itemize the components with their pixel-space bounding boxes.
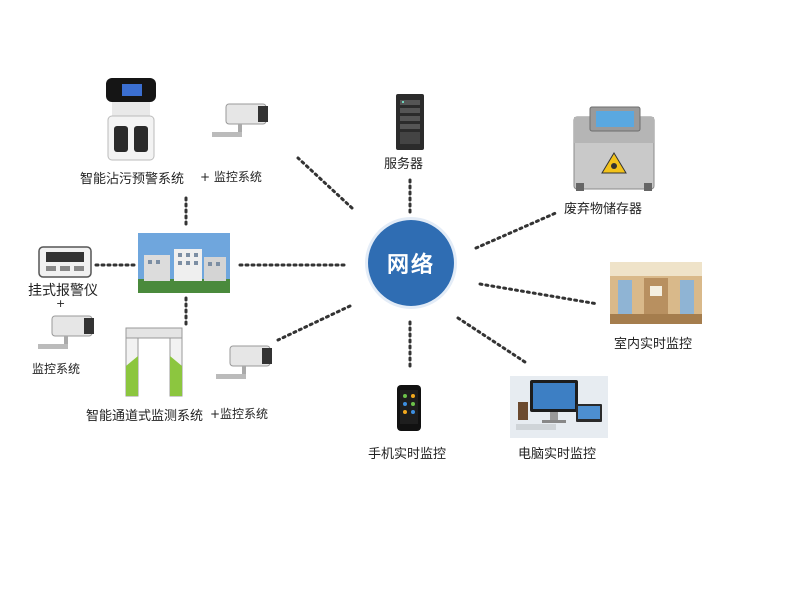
security-camera-icon bbox=[208, 100, 270, 144]
security-camera-icon bbox=[212, 342, 274, 386]
wall-alarm-label: 挂式报警仪 bbox=[28, 283, 98, 299]
gate-monitor-label: 智能通道式监测系统 bbox=[86, 409, 204, 424]
walkthrough-gate-icon bbox=[122, 326, 186, 402]
connector-waste bbox=[474, 210, 560, 250]
server-icon bbox=[390, 92, 430, 156]
connector-warning bbox=[296, 156, 354, 210]
phone-monitor-label: 手机实时监控 bbox=[368, 447, 447, 462]
monitor-left-label: 监控系统 bbox=[32, 362, 81, 376]
indoor-room-photo bbox=[610, 262, 702, 328]
server-label: 服务器 bbox=[384, 157, 424, 172]
wall-alarm-icon bbox=[38, 246, 92, 282]
network-hub-label: 网络 bbox=[386, 253, 435, 278]
waste-container-icon bbox=[566, 103, 662, 199]
plus-monitor-bottom-label: +监控系统 bbox=[210, 407, 269, 421]
smart-warning-label: 智能沾污预警系统 bbox=[80, 172, 185, 187]
pc-monitor-label: 电脑实时监控 bbox=[518, 447, 597, 462]
network-hub: 网络 bbox=[368, 220, 454, 306]
warning-kiosk-icon bbox=[104, 76, 158, 166]
indoor-monitor-label: 室内实时监控 bbox=[614, 337, 693, 352]
smartphone-icon bbox=[396, 384, 422, 436]
computer-monitor-icon bbox=[510, 376, 608, 442]
connector-pc bbox=[456, 316, 530, 366]
connector-indoor bbox=[478, 282, 600, 306]
security-camera-icon bbox=[34, 312, 96, 356]
connector-gate bbox=[276, 304, 352, 342]
waste-storage-label: 废弃物储存器 bbox=[564, 202, 643, 217]
plus-monitor-top-label: + 监控系统 bbox=[200, 170, 262, 184]
plus-sign: + bbox=[56, 297, 66, 310]
building-photo bbox=[138, 233, 230, 297]
